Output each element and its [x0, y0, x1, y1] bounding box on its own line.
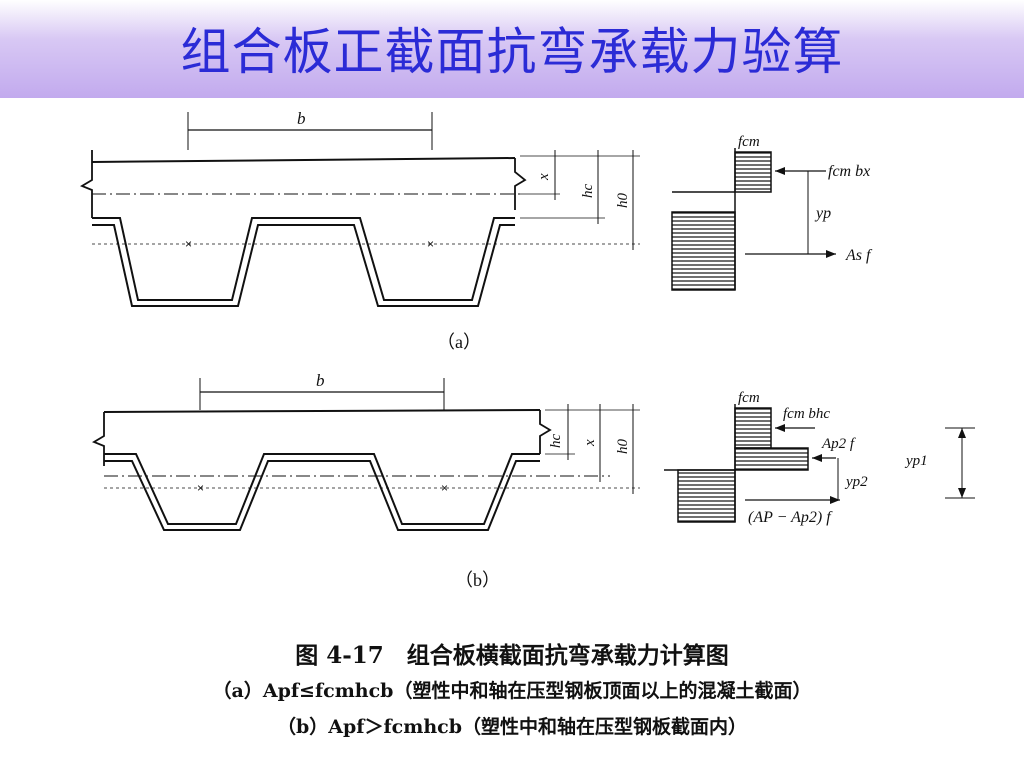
label-force-bottom-a: As f: [845, 247, 873, 264]
label-h0-a: h0: [615, 193, 631, 209]
label-yp2-b: yp2: [844, 474, 868, 490]
slide-title: 组合板正截面抗弯承载力验算: [180, 23, 844, 81]
label-yp1-b: yp1: [904, 453, 928, 469]
figure-caption-main: 图 4-17 组合板横截面抗弯承载力计算图: [295, 642, 729, 669]
section-a: b × × x hc h0 （a）: [79, 109, 640, 352]
stress-block-a: fcm fcm bx yp As f: [671, 134, 873, 291]
caption-a: （a）: [437, 332, 481, 352]
label-b-a: b: [297, 109, 306, 128]
stress-block-b: fcm fcm bhc Ap2 f yp2 (AP − Ap2) f yp1: [664, 390, 975, 526]
label-hc-a: hc: [580, 184, 596, 199]
label-fcm-a: fcm: [738, 134, 760, 150]
svg-text:×: ×: [427, 237, 434, 251]
label-force-bottom-b: (AP − Ap2) f: [748, 509, 833, 526]
label-yp-a: yp: [814, 205, 831, 222]
label-force-top-a: fcm bx: [828, 163, 870, 180]
figure-caption-case-a: （a）Apf≤fcmhcb（塑性中和轴在压型钢板顶面以上的混凝土截面）: [212, 680, 812, 702]
label-h0-b: h0: [615, 439, 631, 455]
label-hc-b: hc: [548, 434, 564, 449]
caption-b: （b）: [455, 570, 500, 590]
svg-text:×: ×: [185, 237, 192, 251]
label-b-b: b: [316, 371, 325, 390]
label-force-top-b: fcm bhc: [783, 406, 830, 422]
label-x-a: x: [536, 173, 552, 181]
svg-text:×: ×: [197, 481, 204, 495]
label-fcm-b: fcm: [738, 390, 760, 406]
section-b: b × × hc x h0 （b）: [91, 371, 640, 590]
title-bar: 组合板正截面抗弯承载力验算: [0, 0, 1024, 98]
figure-caption-case-b: （b）Apf＞fcmhcb（塑性中和轴在压型钢板截面内）: [276, 716, 747, 738]
label-force-mid-b: Ap2 f: [821, 436, 856, 452]
svg-text:×: ×: [441, 481, 448, 495]
label-x-b: x: [582, 439, 598, 447]
